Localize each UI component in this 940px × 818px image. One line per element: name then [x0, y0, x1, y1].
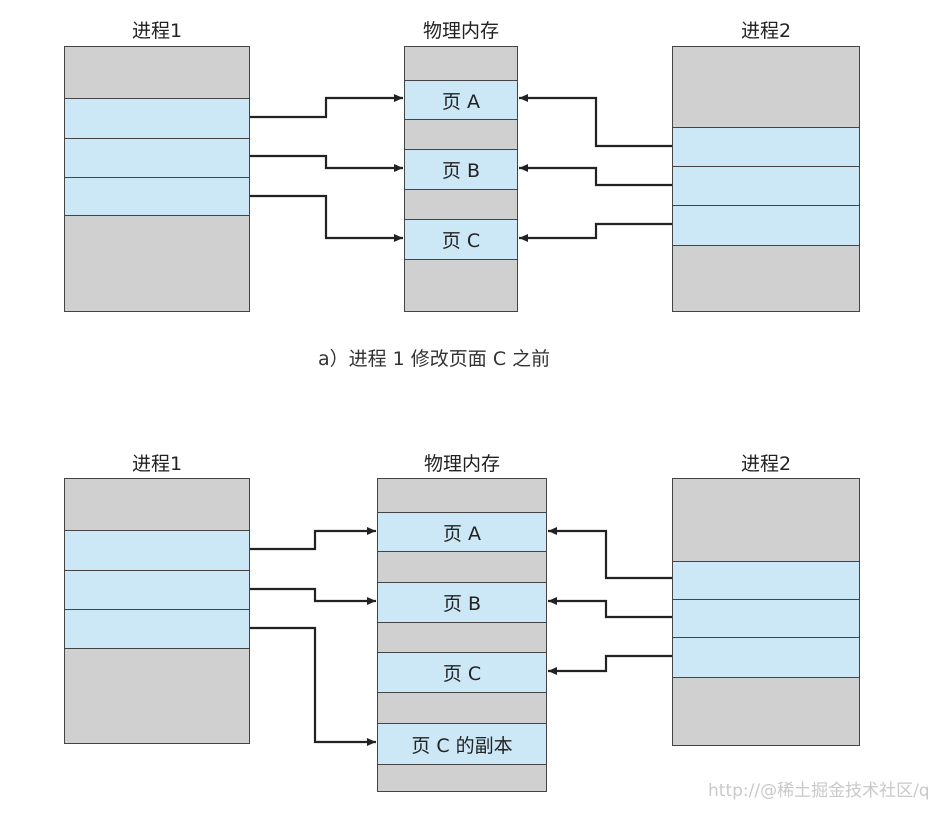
segment	[673, 479, 859, 561]
bottom-page-b: 页 B	[378, 582, 546, 622]
arrow-p2-page-a	[519, 94, 672, 148]
segment	[673, 47, 859, 127]
arrow-p1-page-a	[250, 94, 403, 119]
top-page-a: 页 A	[405, 80, 517, 119]
segment	[673, 245, 859, 311]
arrow-p2-page-c	[519, 222, 672, 242]
segment	[65, 177, 249, 215]
segment	[378, 764, 546, 791]
bottom-page-c: 页 C	[378, 652, 546, 692]
segment	[673, 205, 859, 245]
segment	[673, 637, 859, 677]
segment	[673, 127, 859, 166]
segment	[65, 648, 249, 743]
bottom-page-c-copy: 页 C 的副本	[378, 723, 546, 764]
top-process2-title: 进程2	[740, 20, 792, 42]
segment	[405, 119, 517, 149]
segment	[378, 551, 546, 582]
arrow-p1-page-b-after	[250, 587, 376, 605]
top-memory-title: 物理内存	[422, 20, 499, 42]
segment	[65, 609, 249, 648]
top-page-b: 页 B	[405, 149, 517, 189]
bottom-process2-box	[672, 478, 860, 746]
bottom-memory-box: 页 A 页 B 页 C 页 C 的副本	[377, 478, 547, 792]
arrow-p1-page-c-copy	[250, 626, 376, 746]
segment	[378, 479, 546, 512]
arrow-p2-page-b	[519, 164, 672, 187]
segment	[65, 98, 249, 138]
watermark: http://@稀土掘金技术社区/q	[708, 781, 930, 801]
bottom-process1-box	[64, 478, 250, 744]
arrow-p1-page-a-after	[250, 527, 376, 551]
arrow-p2-page-a-after	[548, 527, 672, 580]
segment	[65, 570, 249, 609]
top-page-c: 页 C	[405, 219, 517, 259]
arrow-p2-page-b-after	[548, 597, 672, 619]
segment	[65, 47, 249, 98]
segment	[405, 259, 517, 311]
segment	[405, 47, 517, 80]
segment	[378, 622, 546, 652]
top-process1-title: 进程1	[131, 20, 183, 42]
segment	[65, 215, 249, 311]
segment	[65, 138, 249, 177]
segment	[673, 166, 859, 205]
bottom-process2-title: 进程2	[740, 453, 792, 475]
top-process1-box	[64, 46, 250, 312]
bottom-process1-title: 进程1	[131, 453, 183, 475]
segment	[405, 189, 517, 219]
arrow-p1-page-b	[250, 154, 403, 172]
top-memory-box: 页 A 页 B 页 C	[404, 46, 518, 312]
segment	[673, 599, 859, 637]
segment	[65, 530, 249, 570]
arrow-p1-page-c	[250, 194, 403, 242]
segment	[378, 692, 546, 723]
top-caption: a）进程 1 修改页面 C 之前	[318, 348, 551, 370]
segment	[673, 677, 859, 745]
segment	[673, 561, 859, 599]
bottom-memory-title: 物理内存	[423, 453, 500, 475]
top-process2-box	[672, 46, 860, 312]
arrow-p2-page-c-after	[548, 654, 672, 675]
bottom-page-a: 页 A	[378, 512, 546, 551]
segment	[65, 479, 249, 530]
